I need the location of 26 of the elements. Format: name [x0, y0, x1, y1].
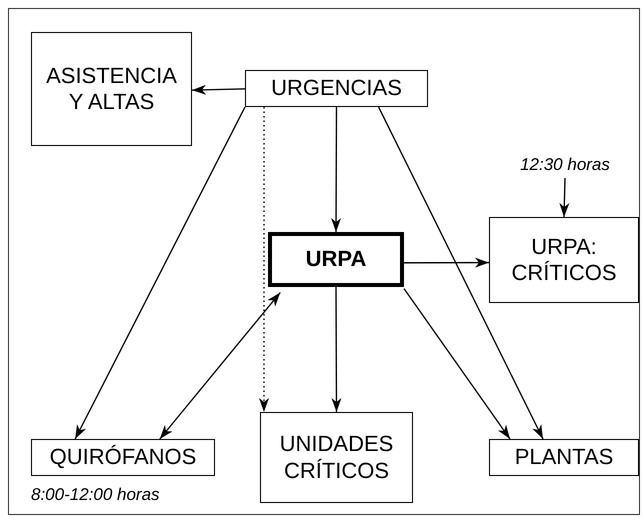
box-label: ASISTENCIA Y ALTAS [45, 62, 178, 116]
arrow [192, 84, 246, 95]
arrow [403, 288, 511, 440]
arrow [404, 258, 489, 268]
box-label: URGENCIAS [271, 75, 402, 102]
process-box [245, 70, 428, 107]
time-label: 8:00-12:00 horas [31, 485, 160, 505]
box-label: URPA: CRÍTICOS [510, 234, 618, 286]
box-label: PLANTAS [514, 444, 614, 471]
box-label: QUIRÓFANOS [50, 444, 196, 471]
arrow [74, 106, 246, 440]
box-label: URPA [306, 246, 366, 273]
process-box [489, 217, 639, 303]
process-box [31, 32, 192, 146]
time-label: 12:30 horas [510, 152, 620, 178]
arrow [559, 178, 570, 218]
arrow [331, 107, 342, 232]
arrow [378, 106, 544, 440]
central-box [268, 232, 404, 287]
arrow [331, 287, 342, 412]
process-box [31, 439, 215, 476]
arrow [159, 292, 281, 440]
box-label: UNIDADES CRÍTICOS [278, 431, 394, 484]
process-box [489, 439, 639, 476]
process-box [260, 412, 413, 503]
arrow [258, 107, 269, 412]
